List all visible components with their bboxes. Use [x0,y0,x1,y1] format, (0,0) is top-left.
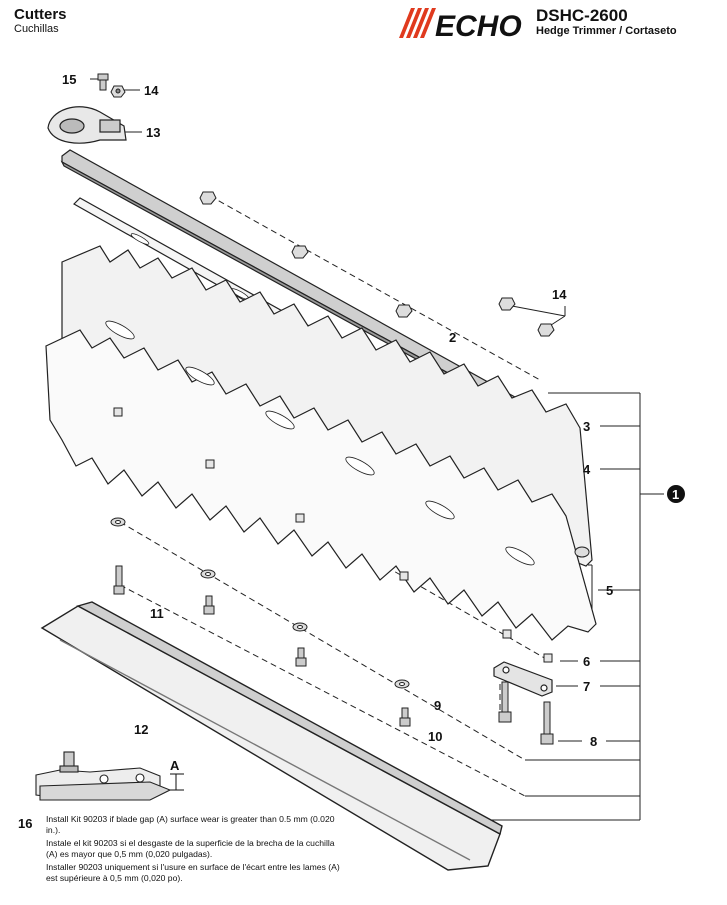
callout-15: 15 [62,72,76,87]
bolts-10-11 [113,565,411,727]
flange-nuts-14 [199,191,555,337]
blade-slots [105,320,535,566]
note-english: Install Kit 90203 if blade gap (A) surfa… [46,814,335,835]
dashed-line-washers [119,521,526,761]
callout-9: 9 [434,698,441,713]
guard-12 [40,601,503,871]
blade-guides-6 [113,407,553,663]
callout-5: 5 [606,583,613,598]
nut-14-top [110,85,126,98]
gap-label: A [170,758,180,773]
product-description: Hedge Trimmer / Cortaseto [536,25,677,37]
blade-end-pin [574,546,590,558]
section-subtitle: Cuchillas [14,23,59,35]
callout-4: 4 [583,462,591,477]
clamp-plate-13 [47,106,127,144]
note-number: 16 [18,816,33,831]
model-number: DSHC-2600 [536,6,628,25]
callout-11: 11 [150,606,164,621]
callout-13: 13 [146,125,160,140]
bolt-15 [97,73,109,91]
callout-1: 1 [672,487,679,502]
section-title: Cutters [14,6,67,23]
gap-kit-note: 16 Install Kit 90203 if blade gap (A) su… [18,814,346,886]
callout-8: 8 [590,734,597,749]
long-bolts-8 [498,681,554,745]
model-heading: DSHC-2600 Hedge Trimmer / Cortaseto [536,7,677,38]
dashed-line-nuts [209,195,541,381]
note-french: Installer 90203 uniquement si l'usure en… [46,862,340,883]
washers-9 [110,517,410,689]
blade-gap-detail: A [35,751,184,801]
assembly-1-marker [667,485,685,503]
callout-10: 10 [428,729,442,744]
callout-7: 7 [583,679,590,694]
callout-14-top: 14 [144,83,159,98]
callout-14-right: 14 [552,287,567,302]
callout-2: 2 [449,330,456,345]
note-spanish: Instale el kit 90203 si el desgaste de l… [46,838,335,859]
echo-logo: ECHO [399,8,522,40]
callout-6: 6 [583,654,590,669]
section-heading: Cutters Cuchillas [14,6,67,36]
callout-12: 12 [134,722,148,737]
plate-7 [493,661,553,697]
brand-wordmark: ECHO [435,10,522,40]
callout-3: 3 [583,419,590,434]
blade-lower-5 [45,329,597,641]
dashed-line-bolts [119,584,526,797]
